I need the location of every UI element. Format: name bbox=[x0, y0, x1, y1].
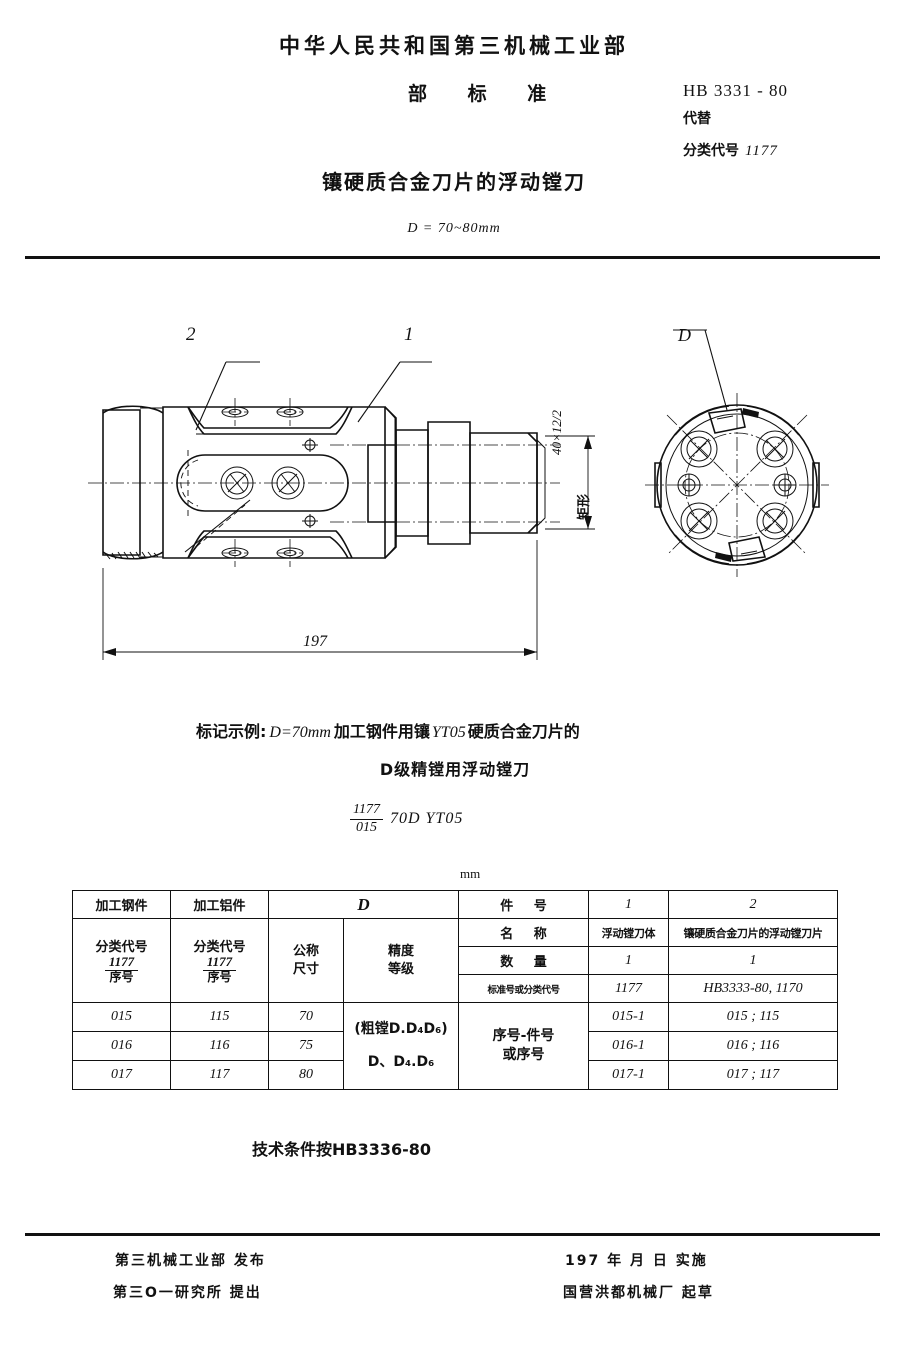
cell-seq-part2-3: 017 ; 117 bbox=[668, 1060, 838, 1090]
cell-seq-part2-1: 015 ; 115 bbox=[668, 1002, 838, 1032]
header-steel-class-code: 分类代号 1177 序号 bbox=[72, 918, 171, 1003]
marking-code-numerator: 1177 bbox=[353, 802, 380, 818]
footer-drafter: 国营洪都机械厂 起草 bbox=[563, 1285, 714, 1301]
supersedes-label: 代替 bbox=[683, 111, 711, 127]
marking-code-tail: 70D YT05 bbox=[389, 810, 464, 827]
precision-note-line1: (粗镗D.D₄D₆) bbox=[354, 1021, 448, 1038]
header-steel-class-num: 1177 bbox=[108, 954, 135, 970]
marking-suffix: 硬质合金刀片的 bbox=[467, 722, 580, 741]
table-unit-label: mm bbox=[460, 866, 481, 881]
cell-nominal-1: 70 bbox=[268, 1002, 344, 1032]
header-part-no: 件 号 bbox=[458, 890, 589, 919]
technical-condition-note: 技术条件按HB3336-80 bbox=[252, 1140, 432, 1159]
header-alu-class-code: 分类代号 1177 序号 bbox=[170, 918, 269, 1003]
header-divider bbox=[25, 256, 880, 259]
doc-type-label: 部 标 准 bbox=[408, 83, 564, 105]
header-alu-class-fraction: 1177 序号 bbox=[202, 954, 237, 984]
header-nominal-size: 公称 尺寸 bbox=[268, 918, 344, 1003]
marking-code-fraction: 1177 015 bbox=[350, 802, 383, 835]
table-row: 016 116 75 016-1 016 ; 116 bbox=[72, 1031, 838, 1061]
header-nominal-line1: 公称 bbox=[292, 943, 319, 959]
cell-nominal-3: 80 bbox=[268, 1060, 344, 1090]
header-nominal-line2: 尺寸 bbox=[292, 961, 319, 977]
header-std-or-class: 标准号或分类代号 bbox=[458, 974, 589, 1003]
diameter-label: D bbox=[678, 325, 691, 345]
header-alu-class-num: 1177 bbox=[206, 954, 233, 970]
header-alu-class-label: 分类代号 bbox=[193, 940, 246, 956]
length-dimension: 197 bbox=[303, 633, 327, 650]
table-header-row-2: 分类代号 1177 序号 分类代号 1177 序号 公称 尺寸 bbox=[72, 918, 838, 1003]
part-name-2: 镶硬质合金刀片的浮动镗刀片 bbox=[668, 918, 838, 947]
table-row: 017 117 80 017-1 017 ; 117 bbox=[72, 1060, 838, 1090]
header-alu-work: 加工铝件 bbox=[170, 890, 269, 919]
header-quantity: 数 量 bbox=[458, 946, 589, 975]
header-alu-class-den: 序号 bbox=[202, 969, 237, 984]
marking-mid: 加工钢件用镶 bbox=[333, 722, 430, 741]
marking-grade: YT05 bbox=[431, 724, 466, 741]
marking-prefix: 标记示例: bbox=[196, 722, 267, 741]
technical-drawing: .ol{fill:none;stroke:#111;stroke-width:1… bbox=[0, 300, 908, 700]
part-name-1: 浮动镗刀体 bbox=[588, 918, 669, 947]
cell-steel-code-1: 015 bbox=[72, 1002, 171, 1032]
marking-code: 1177 015 70D YT05 bbox=[350, 798, 463, 840]
seq-part-line2: 或序号 bbox=[502, 1047, 545, 1063]
cell-steel-code-2: 016 bbox=[72, 1031, 171, 1061]
part-std-1: 1177 bbox=[588, 974, 669, 1003]
cell-precision-note: (粗镗D.D₄D₆) D、D₄.D₆ bbox=[343, 1002, 459, 1090]
shank-note: 矩形 bbox=[577, 493, 592, 520]
part-std-2: HB3333-80, 1170 bbox=[668, 974, 838, 1003]
cell-steel-code-3: 017 bbox=[72, 1060, 171, 1090]
page-title: 镶硬质合金刀片的浮动镗刀 bbox=[322, 170, 586, 194]
header-steel-class-label: 分类代号 bbox=[95, 940, 148, 956]
classification-code: 分类代号 1177 bbox=[683, 144, 778, 159]
precision-note-line2: D、D₄.D₆ bbox=[367, 1054, 435, 1070]
table-header-row-3: 数 量 1 1 bbox=[73, 946, 838, 975]
footer-divider bbox=[25, 1233, 880, 1236]
header-precision-line2: 等级 bbox=[387, 961, 414, 977]
cell-seq-part2-2: 016 ; 116 bbox=[668, 1031, 838, 1061]
part-number-1: 1 bbox=[588, 890, 669, 919]
footer-issuer: 第三机械工业部 发布 bbox=[115, 1253, 266, 1269]
standard-number: HB 3331 - 80 bbox=[683, 81, 789, 100]
part-qty-1: 1 bbox=[588, 946, 669, 975]
specification-table: 加工钢件 加工铝件 D 件 号 1 2 分类代号 1177 序号 分类代号 bbox=[72, 890, 838, 1090]
part-number-2: 2 bbox=[668, 890, 838, 919]
table-header-row-4: 标准号或分类代号 1177 HB3333-80, 1170 bbox=[73, 974, 838, 1003]
cell-alu-code-2: 116 bbox=[170, 1031, 269, 1061]
marking-example-line2: D级精镗用浮动镗刀 bbox=[379, 760, 531, 779]
classification-code-label: 分类代号 bbox=[683, 143, 739, 159]
cell-alu-code-3: 117 bbox=[170, 1060, 269, 1090]
cell-alu-code-1: 115 bbox=[170, 1002, 269, 1032]
cell-seq-part1-3: 017-1 bbox=[588, 1060, 669, 1090]
marking-diameter: D=70mm bbox=[269, 724, 331, 741]
part-qty-2: 1 bbox=[668, 946, 838, 975]
header-steel-work: 加工钢件 bbox=[72, 890, 171, 919]
table-header-row-1: 加工钢件 加工铝件 D 件 号 1 2 bbox=[72, 890, 838, 919]
header-name: 名 称 bbox=[458, 918, 589, 947]
header-steel-class-den: 序号 bbox=[104, 969, 139, 984]
callout-2-label: 2 bbox=[186, 324, 196, 345]
header-precision-line1: 精度 bbox=[387, 943, 414, 959]
shank-dimension: 40×12/2 bbox=[549, 410, 564, 455]
classification-code-value: 1177 bbox=[745, 143, 778, 159]
header-precision-grade: 精度 等级 bbox=[343, 918, 459, 1003]
callout-1-label: 1 bbox=[404, 324, 414, 345]
seq-part-line1: 序号-件号 bbox=[492, 1028, 555, 1045]
cell-seq-part1-1: 015-1 bbox=[588, 1002, 669, 1032]
header-steel-class-fraction: 1177 序号 bbox=[104, 954, 139, 984]
footer-proposer: 第三O一研究所 提出 bbox=[113, 1285, 262, 1301]
cell-seq-part1-2: 016-1 bbox=[588, 1031, 669, 1061]
cell-nominal-2: 75 bbox=[268, 1031, 344, 1061]
ministry-title: 中华人民共和国第三机械工业部 bbox=[279, 34, 629, 58]
page-subtitle: D = 70~80mm bbox=[407, 221, 501, 236]
footer-effective-date: 197 年 月 日 实施 bbox=[565, 1253, 708, 1269]
table-row: 015 115 70 (粗镗D.D₄D₆) D、D₄.D₆ 序号-件号 或序号 … bbox=[72, 1002, 838, 1090]
header-d-group: D bbox=[268, 890, 459, 919]
marking-code-denominator: 015 bbox=[350, 818, 383, 836]
cell-seq-part-label: 序号-件号 或序号 bbox=[458, 1002, 589, 1090]
